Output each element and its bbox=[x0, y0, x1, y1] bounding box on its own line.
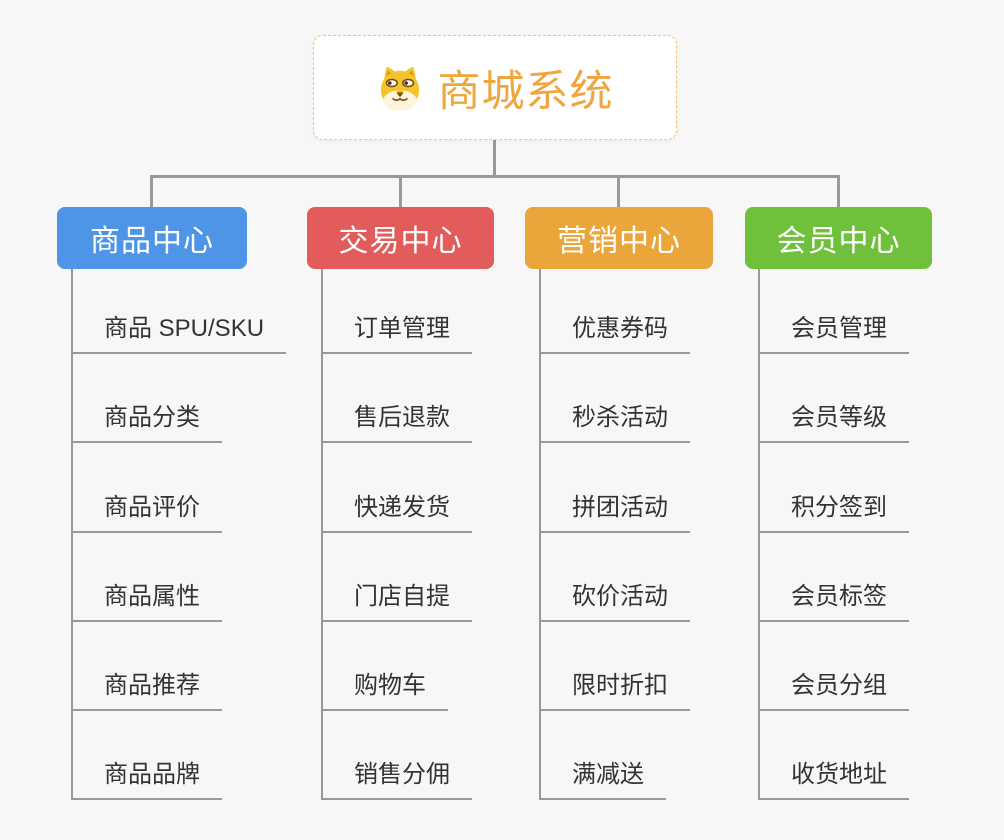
trunk-line bbox=[71, 269, 73, 800]
leaf-node[interactable]: 商品属性 bbox=[71, 582, 222, 622]
branch-label: 营销中心 bbox=[557, 225, 681, 258]
root-title: 商城系统 bbox=[437, 67, 614, 116]
leaf-node[interactable]: 购物车 bbox=[321, 671, 448, 711]
leaf-node[interactable]: 会员管理 bbox=[758, 314, 909, 354]
branch-column-member: 会员管理 会员等级 积分签到 会员标签 会员分组 收货地址 bbox=[758, 0, 1004, 840]
branch-column-trade: 订单管理 售后退款 快递发货 门店自提 购物车 销售分佣 bbox=[321, 0, 581, 840]
leaf-node[interactable]: 商品推荐 bbox=[71, 671, 222, 711]
trunk-line bbox=[539, 269, 541, 800]
leaf-node[interactable]: 销售分佣 bbox=[321, 760, 472, 800]
branch-label: 交易中心 bbox=[338, 225, 463, 258]
leaf-node[interactable]: 会员等级 bbox=[758, 403, 909, 443]
leaf-node[interactable]: 秒杀活动 bbox=[539, 403, 690, 443]
leaf-node[interactable]: 收货地址 bbox=[758, 760, 909, 800]
trunk-line bbox=[321, 269, 323, 800]
leaf-node[interactable]: 砍价活动 bbox=[539, 582, 690, 622]
leaf-node[interactable]: 商品品牌 bbox=[71, 760, 222, 800]
leaf-node[interactable]: 限时折扣 bbox=[539, 671, 690, 711]
leaf-node[interactable]: 优惠券码 bbox=[539, 314, 690, 354]
leaf-node[interactable]: 拼团活动 bbox=[539, 493, 690, 533]
branch-label: 商品中心 bbox=[90, 225, 214, 258]
connector-drop-marketing bbox=[617, 175, 620, 208]
leaf-node[interactable]: 商品评价 bbox=[71, 493, 222, 533]
root-node[interactable]: 商城系统 bbox=[313, 35, 677, 140]
leaf-node[interactable]: 商品 SPU/SKU bbox=[71, 314, 287, 354]
leaf-node[interactable]: 满减送 bbox=[539, 760, 666, 800]
leaf-node[interactable]: 会员分组 bbox=[758, 671, 909, 711]
leaf-node[interactable]: 会员标签 bbox=[758, 582, 909, 622]
leaf-node[interactable]: 门店自提 bbox=[321, 582, 472, 622]
leaf-node[interactable]: 商品分类 bbox=[71, 403, 222, 443]
branch-column-product: 商品 SPU/SKU 商品分类 商品评价 商品属性 商品推荐 商品品牌 bbox=[71, 0, 331, 840]
leaf-node[interactable]: 订单管理 bbox=[321, 314, 472, 354]
trunk-line bbox=[758, 269, 760, 800]
branch-node-product-center[interactable]: 商品中心 bbox=[57, 207, 247, 269]
connector-bus bbox=[150, 175, 839, 178]
connector-root-stub bbox=[493, 140, 496, 177]
branch-node-marketing-center[interactable]: 营销中心 bbox=[525, 207, 713, 269]
branch-node-member-center[interactable]: 会员中心 bbox=[745, 207, 932, 269]
connector-drop-product bbox=[150, 175, 153, 208]
leaf-node[interactable]: 售后退款 bbox=[321, 403, 472, 443]
branch-label: 会员中心 bbox=[776, 225, 901, 258]
branch-column-marketing: 优惠券码 秒杀活动 拼团活动 砍价活动 限时折扣 满减送 bbox=[539, 0, 799, 840]
connector-drop-trade bbox=[399, 175, 402, 208]
dog-face-icon bbox=[380, 66, 419, 111]
connector-drop-member bbox=[837, 175, 840, 208]
leaf-node[interactable]: 积分签到 bbox=[758, 493, 909, 533]
branch-node-trade-center[interactable]: 交易中心 bbox=[307, 207, 494, 269]
leaf-node[interactable]: 快递发货 bbox=[321, 493, 472, 533]
